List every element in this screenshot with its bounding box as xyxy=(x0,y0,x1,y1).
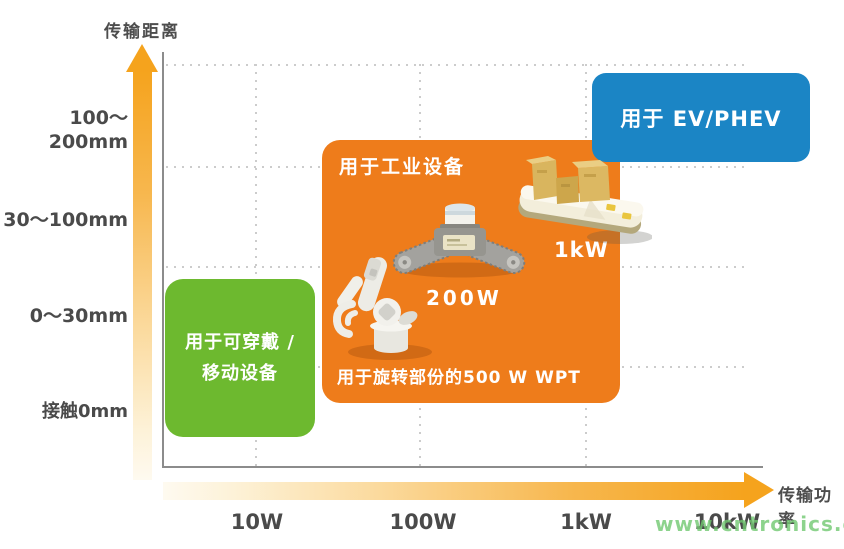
y-tick-label: 100～200mm xyxy=(48,107,128,153)
x-tick-label: 100W xyxy=(389,510,457,534)
region-ev-phev: 用于 EV/PHEV xyxy=(592,73,810,162)
x-tick-label: 10W xyxy=(230,510,284,534)
y-tick-label: 30～100mm xyxy=(3,209,128,231)
region-wearable-label-line1: 用于可穿戴 / xyxy=(185,331,295,353)
watermark: www.cntronics.com xyxy=(655,512,844,536)
region-ev-label: 用于 EV/PHEV xyxy=(620,106,782,131)
rotating-part-wpt-note: 用于旋转部份的500 W WPT xyxy=(337,368,581,388)
robot-arm-illustration xyxy=(332,257,432,360)
gridline-horizontal xyxy=(166,64,745,66)
region-industrial-label: 用于工业设备 xyxy=(339,156,466,178)
region-wearable-mobile: 用于可穿戴 / 移动设备 xyxy=(165,279,315,437)
x-tick-label: 10kW xyxy=(693,510,761,534)
gridline-vertical xyxy=(255,64,257,466)
y-axis-arrow-head xyxy=(126,44,158,72)
y-tick-label: 接触0mm xyxy=(41,401,128,422)
y-axis-line xyxy=(162,52,164,468)
robot-power-label: 200W xyxy=(426,286,502,310)
y-axis-arrow-shaft xyxy=(133,70,152,480)
y-axis-title: 传输距离 xyxy=(104,22,180,42)
agv-power-label: 1kW xyxy=(554,238,609,262)
x-axis-line xyxy=(162,466,763,468)
x-axis-arrow-head xyxy=(744,472,774,508)
agv-illustration xyxy=(518,156,652,244)
x-axis-title: 传输功率 xyxy=(778,486,832,531)
region-industrial: 用于工业设备 xyxy=(322,140,620,403)
tracked-robot-illustration xyxy=(392,203,526,278)
x-tick-label: 1kW xyxy=(560,510,612,534)
region-wearable-label-line2: 移动设备 xyxy=(202,363,278,384)
y-tick-label: 0～30mm xyxy=(29,305,128,327)
x-axis-arrow-shaft xyxy=(163,482,744,500)
